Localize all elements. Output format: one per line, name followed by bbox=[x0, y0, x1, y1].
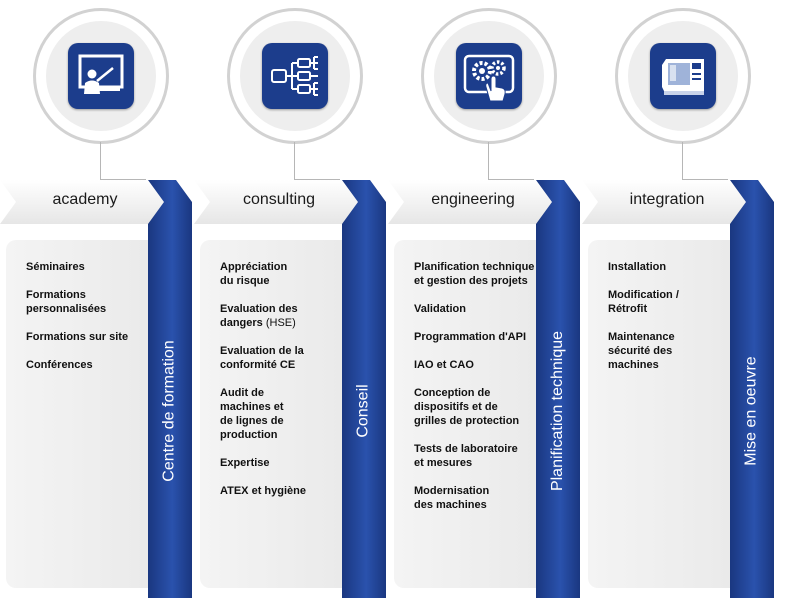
list-item: Installation bbox=[608, 261, 667, 273]
vertical-ribbon: Centre de formation bbox=[148, 180, 192, 598]
vertical-ribbon: Conseil bbox=[342, 180, 386, 598]
column-integration: integration Installation Modification /R… bbox=[582, 0, 782, 600]
list-item: Séminaires bbox=[26, 261, 85, 273]
item-list: Installation Modification /Rétrofit Main… bbox=[608, 260, 736, 386]
list-item: ATEX et hygiène bbox=[220, 485, 306, 497]
connector-line bbox=[100, 142, 146, 180]
icon-circle bbox=[615, 8, 751, 144]
list-item: Conférences bbox=[26, 359, 93, 371]
icon-circle bbox=[33, 8, 169, 144]
ribbon-label: Mise en oeuvre bbox=[743, 356, 761, 466]
list-item: Modification /Rétrofit bbox=[608, 289, 679, 315]
list-item: Formations sur site bbox=[26, 331, 129, 343]
icon-circle bbox=[421, 8, 557, 144]
column-title: academy bbox=[52, 191, 118, 208]
list-item: Validation bbox=[414, 303, 466, 315]
gears-touch-tablet-icon bbox=[463, 54, 515, 102]
ribbon-label: Conseil bbox=[355, 384, 373, 438]
vertical-ribbon: Mise en oeuvre bbox=[730, 180, 774, 598]
ribbon-label: Centre de formation bbox=[161, 340, 178, 482]
list-item: Programmation d'API bbox=[414, 331, 527, 343]
column-title: engineering bbox=[431, 191, 515, 208]
vertical-ribbon: Planification technique bbox=[536, 180, 580, 598]
column-title: consulting bbox=[242, 191, 316, 208]
industrial-machine-icon bbox=[662, 59, 704, 95]
connector-line bbox=[294, 142, 340, 180]
column-title: integration bbox=[629, 191, 705, 208]
icon-circle bbox=[227, 8, 363, 144]
connector-line bbox=[488, 142, 534, 180]
connector-line bbox=[682, 142, 728, 180]
teacher-at-board-icon bbox=[78, 54, 124, 94]
ribbon-label: Planification technique bbox=[549, 330, 567, 492]
list-item: Expertise bbox=[220, 457, 270, 469]
list-item: IAO et CAO bbox=[414, 359, 474, 371]
tree-hierarchy-icon bbox=[271, 56, 318, 96]
